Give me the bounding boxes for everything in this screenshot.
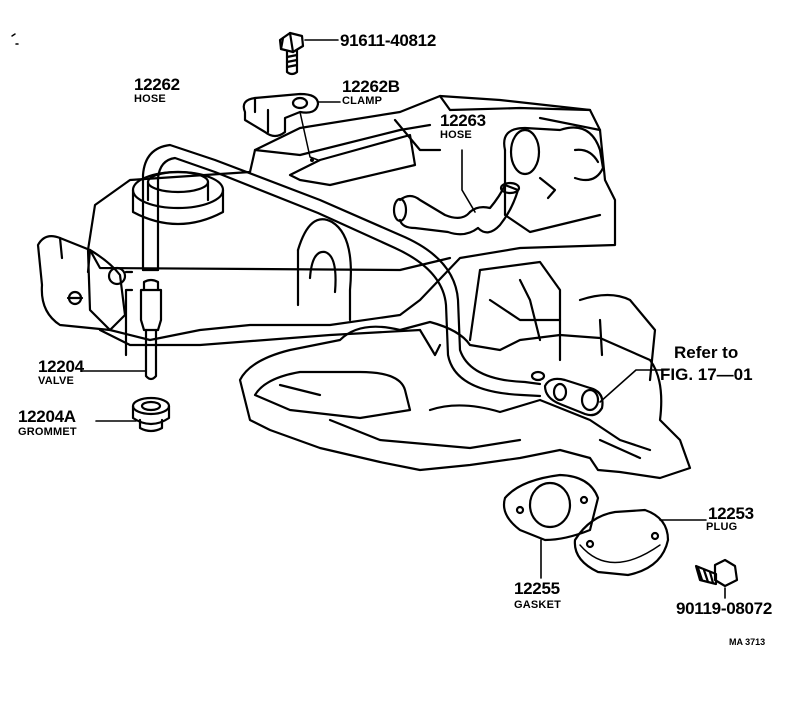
clamp-leader-dash	[299, 111, 319, 161]
part-number-12262: 12262	[134, 75, 180, 94]
oil-filler-cap	[131, 170, 225, 226]
bolt-90119-drawing	[694, 558, 739, 588]
valve-cover	[86, 94, 617, 347]
part-number-12204: 12204	[38, 357, 84, 376]
pcv-hose-12262	[141, 143, 542, 398]
grommet-drawing	[131, 396, 171, 433]
part-number-12253: 12253	[708, 504, 754, 523]
part-name-plug: PLUG	[706, 521, 738, 533]
part-number-12204A: 12204A	[18, 407, 76, 426]
gasket-drawing	[502, 473, 600, 542]
reference-line-2: FIG. 17—01	[660, 365, 753, 384]
plug-drawing	[573, 508, 670, 577]
pcv-valve-drawing	[124, 270, 163, 381]
part-name-grommet: GROMMET	[18, 426, 77, 438]
cover-arch	[296, 218, 352, 322]
water-outlet	[503, 126, 605, 234]
part-number-91611-40812: 91611-40812	[340, 31, 436, 50]
reference-line-1: Refer to	[674, 343, 739, 362]
hose-12263-drawing	[392, 181, 521, 236]
intake-manifold	[36, 235, 692, 480]
part-name-hose-12263: HOSE	[440, 129, 472, 141]
part-number-12263: 12263	[440, 111, 486, 130]
part-number-12255: 12255	[514, 579, 560, 598]
part-number-90119-08072: 90119-08072	[676, 599, 772, 618]
part-name-clamp: CLAMP	[342, 95, 383, 107]
part-name-valve: VALVE	[38, 375, 75, 387]
hose-union-fitting	[530, 370, 604, 417]
part-name-gasket: GASKET	[514, 599, 562, 611]
figure-code: MA 3713	[729, 637, 766, 647]
clamp-drawing	[242, 92, 320, 138]
leader-lines	[81, 39, 726, 599]
part-number-12262B: 12262B	[342, 77, 400, 96]
part-name-hose-12262: HOSE	[134, 93, 166, 105]
bolt-91611-drawing	[278, 31, 305, 76]
